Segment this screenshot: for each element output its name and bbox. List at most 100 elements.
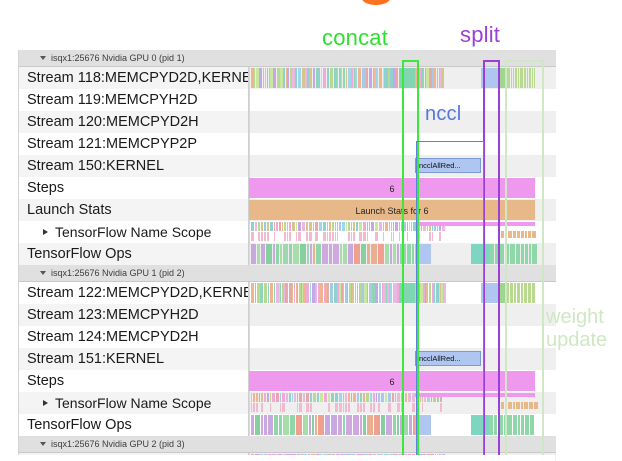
timeline-bar[interactable] [386, 415, 392, 435]
timeline-viewer[interactable]: isqx1:25676 Nvidia GPU 0 (pid 1)Stream 1… [18, 50, 556, 461]
row-label[interactable]: Stream 123:MEMCPYH2D [19, 304, 249, 326]
timeline-bar[interactable] [412, 403, 415, 412]
timeline-bar[interactable] [513, 68, 514, 88]
timeline-bar[interactable] [270, 222, 273, 231]
timeline-bar[interactable] [384, 68, 387, 88]
timeline-bar[interactable] [261, 232, 263, 241]
timeline-bar[interactable] [284, 222, 286, 231]
timeline-bar[interactable] [401, 222, 402, 231]
timeline-bar[interactable] [529, 68, 531, 88]
timeline-bar[interactable] [301, 283, 302, 303]
timeline-bar[interactable] [257, 244, 260, 264]
row-label[interactable]: Stream 122:MEMCPYD2D,KERNEL,MI [19, 282, 249, 304]
timeline-bar[interactable] [419, 283, 420, 303]
timeline-bar[interactable] [397, 283, 399, 303]
timeline-bar[interactable] [253, 403, 255, 412]
timeline-bar[interactable] [369, 222, 370, 231]
timeline-bar[interactable] [264, 232, 266, 241]
timeline-bar[interactable] [510, 283, 513, 303]
timeline-bar[interactable] [325, 415, 330, 435]
timeline-bar[interactable] [507, 283, 509, 303]
timeline-row[interactable]: Stream 124:MEMCPYD2H [19, 326, 556, 348]
timeline-bar[interactable] [339, 68, 341, 88]
timeline-bar[interactable] [409, 222, 410, 231]
timeline-bar[interactable] [363, 415, 366, 435]
timeline-bar[interactable] [316, 244, 321, 264]
timeline-bar[interactable] [255, 283, 256, 303]
timeline-bar[interactable] [437, 68, 438, 88]
timeline-bar[interactable] [444, 283, 446, 303]
timeline-bar[interactable] [313, 393, 316, 402]
row-track[interactable] [249, 67, 556, 89]
timeline-bar[interactable] [328, 393, 330, 402]
timeline-bar[interactable] [385, 222, 388, 231]
timeline-bar[interactable] [532, 244, 537, 264]
timeline-bar[interactable] [393, 283, 394, 303]
timeline-bar[interactable] [440, 393, 442, 402]
timeline-bar[interactable] [279, 222, 281, 231]
timeline-bar[interactable] [379, 283, 381, 303]
row-track[interactable] [249, 392, 556, 414]
timeline-bar[interactable] [348, 232, 350, 241]
timeline-bar[interactable] [325, 283, 327, 303]
row-label[interactable]: Stream 119:MEMCPYH2D [19, 89, 249, 111]
timeline-bar[interactable] [426, 68, 429, 88]
timeline-bar[interactable] [353, 393, 356, 402]
timeline-bar[interactable] [280, 283, 281, 303]
timeline-bar[interactable] [285, 283, 287, 303]
timeline-bar[interactable] [415, 393, 535, 397]
timeline-bar[interactable] [481, 244, 483, 264]
timeline-bar[interactable] [289, 244, 292, 264]
timeline-bar[interactable] [517, 231, 520, 238]
timeline-bar[interactable] [409, 415, 412, 435]
timeline-bar[interactable] [296, 283, 297, 303]
timeline-bar[interactable] [421, 68, 424, 88]
timeline-bar[interactable] [267, 68, 268, 88]
timeline-bar[interactable] [303, 283, 306, 303]
timeline-bar[interactable] [339, 403, 342, 412]
row-track[interactable]: ncclAllRed... [249, 155, 556, 177]
timeline-bar[interactable] [390, 283, 392, 303]
timeline-bar[interactable] [310, 403, 312, 412]
timeline-bar[interactable] [290, 415, 295, 435]
timeline-bar[interactable] [275, 68, 276, 88]
timeline-bar[interactable] [420, 393, 421, 402]
timeline-bar[interactable] [351, 68, 353, 88]
timeline-bar[interactable] [353, 232, 355, 241]
timeline-bar[interactable] [373, 403, 375, 412]
timeline-bar[interactable] [407, 232, 408, 241]
timeline-bar[interactable] [403, 222, 406, 231]
timeline-bar[interactable] [255, 222, 257, 231]
timeline-bar[interactable] [284, 232, 286, 241]
timeline-bar[interactable] [439, 68, 440, 88]
timeline-bar[interactable] [327, 222, 328, 231]
timeline-bar[interactable] [335, 222, 336, 231]
timeline-bar[interactable] [267, 222, 269, 231]
timeline-bar[interactable] [381, 393, 384, 402]
timeline-bar[interactable] [292, 393, 293, 402]
timeline-bar[interactable] [391, 222, 392, 231]
timeline-bar[interactable] [415, 415, 431, 435]
timeline-bar[interactable] [532, 283, 535, 303]
timeline-bar[interactable] [414, 283, 417, 303]
timeline-bar[interactable] [471, 415, 475, 435]
timeline-bar[interactable] [256, 68, 259, 88]
timeline-bar[interactable] [407, 222, 408, 231]
timeline-bar[interactable] [471, 244, 476, 264]
timeline-bar[interactable] [294, 283, 295, 303]
timeline-bar[interactable] [441, 283, 443, 303]
row-label[interactable]: Stream 118:MEMCPYD2D,KERNEL,ME [19, 67, 249, 89]
timeline-bar[interactable] [332, 222, 334, 231]
timeline-bar[interactable] [323, 68, 326, 88]
timeline-bar[interactable] [532, 231, 536, 238]
timeline-bar[interactable] [292, 283, 293, 303]
row-track[interactable]: ncclAllRed... [249, 348, 556, 370]
timeline-bar[interactable] [259, 283, 260, 303]
timeline-bar[interactable] [375, 232, 378, 241]
timeline-bar[interactable] [534, 402, 538, 409]
timeline-bar[interactable] [352, 283, 354, 303]
timeline-bar[interactable] [483, 244, 488, 264]
timeline-bar[interactable] [274, 415, 278, 435]
timeline-bar[interactable] [280, 403, 281, 412]
timeline-bar[interactable] [514, 283, 516, 303]
